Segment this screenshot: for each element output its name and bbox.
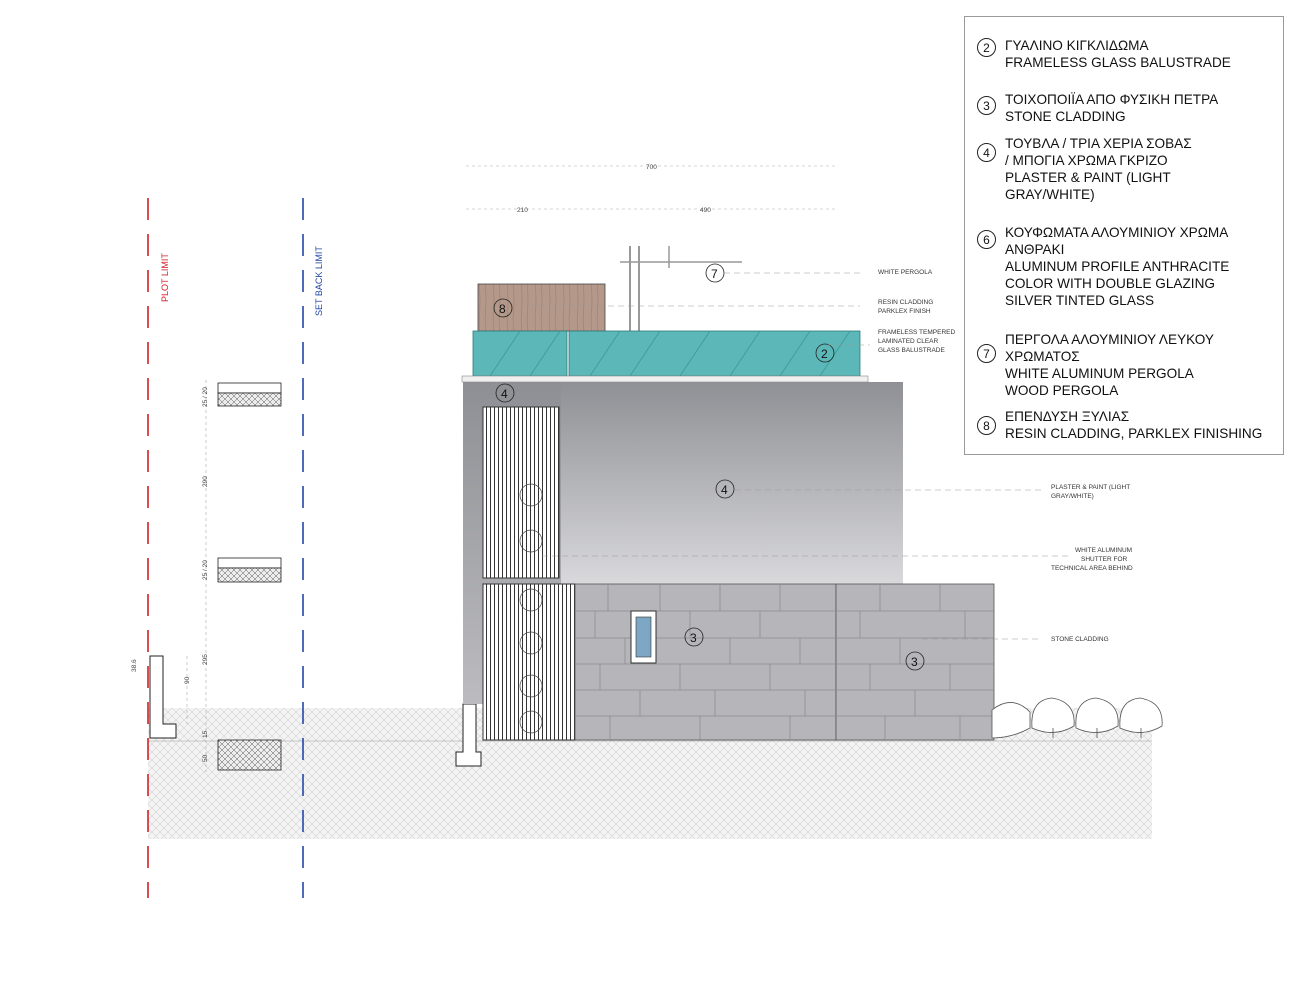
legend-text: ΕΠΕΝΔΥΣΗ ΞΥΛΙΑΣ RESIN CLADDING, PARKLEX … [1005,408,1262,442]
shutter-fans [519,483,543,734]
legend-text: ΓΥΑΛΙΝΟ ΚΙΓΚΛΙΔΩΜΑ FRAMELESS GLASS BALUS… [1005,37,1231,71]
glass-balustrade-right [568,330,861,377]
legend-line: ΕΠΕΝΔΥΣΗ ΞΥΛΙΑΣ [1005,409,1130,424]
slab-top-upper [217,382,282,394]
legend-line: ΠΕΡΓΟΛΑ ΑΛΟΥΜΙΝΙΟΥ ΛΕΥΚΟΥ [1005,332,1214,347]
marker-stone-right: 3 [911,655,918,669]
glass-balustrade-left [472,330,568,377]
shutter-upper [482,406,560,579]
legend-text: ΚΟΥΦΩΜΑΤΑ ΑΛΟΥΜΙΝΙΟΥ ΧΡΩΜΑ ΑΝΘΡΑΚΙ ALUMI… [1005,224,1229,309]
annotation-shutter-line3: TECHNICAL AREA BEHIND [1051,565,1133,572]
glass-reflection-lines [489,330,851,377]
legend-number: 8 [977,416,996,435]
marker-glass: 2 [821,347,828,361]
marker-resin-box: 8 [499,302,506,316]
dim-footing-top: 15 [202,730,209,738]
slab-top-lower [217,392,282,407]
set-back-limit-label: SET BACK LIMIT [314,246,324,316]
legend-line: GRAY/WHITE) [1005,187,1095,202]
dim-right-part: 490 [700,207,711,214]
leader-lines [528,272,1070,640]
legend-line: ΑΝΘΡΑΚΙ [1005,242,1065,257]
legend-number: 6 [977,230,996,249]
annotation-glass-line3: GLASS BALUSTRADE [878,347,945,354]
marker-stone-main: 3 [690,631,697,645]
marker-pergola: 7 [711,267,718,281]
shutter-lower [482,583,576,741]
annotation-shutter-line2: SHUTTER FOR [1081,556,1128,563]
shrubs [991,697,1163,739]
marker-stone-main-circle [684,627,704,647]
marker-plaster-wall-circle [715,479,735,499]
legend-line: WOOD PERGOLA [1005,383,1119,398]
marker-stone-right-circle [905,651,925,671]
legend-line: / ΜΠΟΓΙΑ ΧΡΩΜΑ ΓΚΡΙΖΟ [1005,153,1168,168]
marker-plaster-wall: 4 [721,483,728,497]
marker-glass-circle [815,343,835,363]
legend-line: ΤΟΥΒΛΑ / ΤΡΙΑ ΧΕΡΙΑ ΣΟΒΑΣ [1005,136,1192,151]
legend-line: SILVER TINTED GLASS [1005,293,1155,308]
marker-plaster-upper-left: 4 [501,387,508,401]
dim-left-part: 210 [517,207,528,214]
annotation-resin-line2: PARKLEX FINISH [878,308,931,315]
dim-footing-bottom: 50 [202,754,209,762]
legend-text: ΤΟΙΧΟΠΟΙΪΑ ΑΠΟ ΦΥΣΙΚΗ ΠΕΤΡΑ STONE CLADDI… [1005,91,1218,125]
legend-line: WHITE ALUMINUM PERGOLA [1005,366,1194,381]
annotation-resin-line1: RESIN CLADDING [878,299,933,306]
annotation-shutter-line1: WHITE ALUMINUM [1075,547,1132,554]
legend-line: RESIN CLADDING, PARKLEX FINISHING [1005,426,1263,441]
dim-wall-height: 90 [184,676,191,684]
window-glass [635,616,652,658]
footing [217,739,282,771]
legend-line: ALUMINUM PROFILE ANTHRACITE [1005,259,1230,274]
legend-number: 2 [977,38,996,57]
dim-floor-height: 290 [202,476,209,487]
dim-slab-mid: 25 / 20 [202,560,209,580]
slab-mid-upper [217,557,282,569]
legend-line: ΚΟΥΦΩΜΑΤΑ ΑΛΟΥΜΙΝΙΟΥ ΧΡΩΜΑ [1005,225,1229,240]
legend-number: 3 [977,96,996,115]
annotation-white-pergola: WHITE PERGOLA [878,269,933,276]
legend-text: ΤΟΥΒΛΑ / ΤΡΙΑ ΧΕΡΙΑ ΣΟΒΑΣ / ΜΠΟΓΙΑ ΧΡΩΜΑ… [1005,135,1192,203]
annotation-plaster-line2: GRAY/WHITE) [1051,493,1094,500]
resin-cladding-box [477,283,606,332]
legend-line: COLOR WITH DOUBLE GLAZING [1005,276,1215,291]
materials-legend: 2 ΓΥΑΛΙΝΟ ΚΙΓΚΛΙΔΩΜΑ FRAMELESS GLASS BAL… [964,16,1284,455]
legend-number: 7 [977,344,996,363]
dim-slab-top: 25 / 20 [202,387,209,407]
dim-ground-height: 295 [202,654,209,665]
legend-line: STONE CLADDING [1005,109,1126,124]
marker-plaster-upper-circle [495,383,515,403]
plot-limit-label: PLOT LIMIT [160,253,170,302]
retaining-wall-right [455,703,482,767]
legend-line: PLASTER & PAINT (LIGHT [1005,170,1171,185]
legend-line: ΧΡΩΜΑΤΟΣ [1005,349,1080,364]
dim-overall-width: 700 [646,164,657,171]
legend-number: 4 [977,143,996,162]
retaining-wall-left [149,655,177,739]
legend-line: ΤΟΙΧΟΠΟΙΪΑ ΑΠΟ ΦΥΣΙΚΗ ΠΕΤΡΑ [1005,92,1219,107]
annotation-plaster-line1: PLASTER & PAINT (LIGHT [1051,484,1130,491]
legend-line: FRAMELESS GLASS BALUSTRADE [1005,55,1231,70]
dim-wall-top: 38.6 [131,659,138,672]
slab-mid-lower [217,567,282,583]
annotation-glass-line2: LAMINATED CLEAR [878,338,939,345]
marker-resin-circle [493,298,513,318]
legend-text: ΠΕΡΓΟΛΑ ΑΛΟΥΜΙΝΙΟΥ ΛΕΥΚΟΥ ΧΡΩΜΑΤΟΣ WHITE… [1005,331,1214,399]
roof-slab-edge [461,375,869,383]
legend-line: ΓΥΑΛΙΝΟ ΚΙΓΚΛΙΔΩΜΑ [1005,38,1149,53]
annotation-stone-cladding: STONE CLADDING [1051,636,1109,643]
stone-cladding-main [574,583,837,741]
annotation-glass-line1: FRAMELESS TEMPERED [878,329,955,336]
